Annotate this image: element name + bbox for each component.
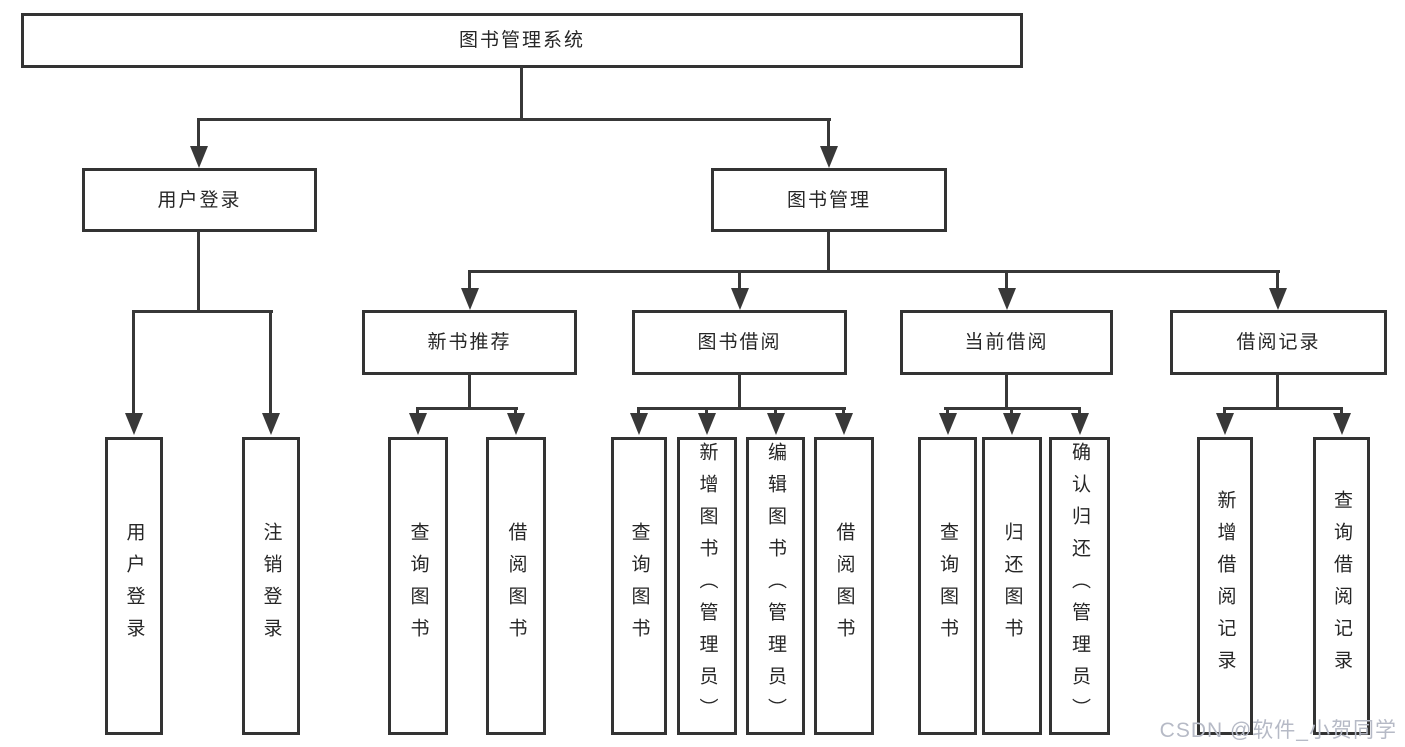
connector-line [269, 312, 272, 414]
connector-line [520, 66, 523, 120]
connector-line [1005, 373, 1008, 409]
node-user-login: 用户登录 [82, 168, 317, 232]
connector-line [132, 310, 273, 313]
connector-line [197, 120, 200, 148]
leaf-current-query-books: 查询图书 [918, 437, 977, 735]
arrow-down [820, 146, 838, 168]
node-book-borrowing: 图书借阅 [632, 310, 847, 375]
connector-line [827, 231, 830, 272]
connector-line [944, 407, 1081, 410]
arrow-down [731, 288, 749, 310]
connector-line [1223, 407, 1343, 410]
leaf-borrowing-query-books: 查询图书 [611, 437, 667, 735]
connector-line [197, 118, 831, 121]
arrow-down [190, 146, 208, 168]
leaf-logout: 注销登录 [242, 437, 300, 735]
connector-line [1276, 373, 1279, 409]
arrow-down [1333, 413, 1351, 435]
node-borrowing-records: 借阅记录 [1170, 310, 1387, 375]
connector-line [827, 120, 830, 148]
leaf-user-login: 用户登录 [105, 437, 163, 735]
node-book-management: 图书管理 [711, 168, 947, 232]
arrow-down [262, 413, 280, 435]
connector-line [738, 373, 741, 409]
node-current-borrowing: 当前借阅 [900, 310, 1113, 375]
connector-line [468, 270, 1280, 273]
arrow-down [1071, 413, 1089, 435]
leaf-records-add-borrow-record: 新增借阅记录 [1197, 437, 1253, 735]
connector-line [197, 231, 200, 312]
arrow-down [767, 413, 785, 435]
connector-line [738, 272, 741, 290]
arrow-down [698, 413, 716, 435]
connector-line [468, 373, 471, 409]
leaf-records-query-borrow-record: 查询借阅记录 [1313, 437, 1370, 735]
leaf-recommend-query-books: 查询图书 [388, 437, 448, 735]
connector-line [468, 272, 471, 290]
connector-line [132, 312, 135, 414]
arrow-down [630, 413, 648, 435]
arrow-down [998, 288, 1016, 310]
node-library-system: 图书管理系统 [21, 13, 1023, 68]
leaf-borrowing-add-books-admin: 新增图书（管理员） [677, 437, 737, 735]
leaf-current-confirm-return-admin: 确认归还（管理员） [1049, 437, 1110, 735]
node-new-book-recommend: 新书推荐 [362, 310, 577, 375]
connector-line [1276, 272, 1279, 290]
connector-line [1005, 272, 1008, 290]
arrow-down [461, 288, 479, 310]
connector-line [416, 407, 518, 410]
watermark: CSDN @软件_小贺同学 [1159, 719, 1397, 742]
arrow-down [939, 413, 957, 435]
connector-line [637, 407, 846, 410]
arrow-down [409, 413, 427, 435]
leaf-borrowing-edit-books-admin: 编辑图书（管理员） [746, 437, 805, 735]
arrow-down [507, 413, 525, 435]
leaf-recommend-borrow-books: 借阅图书 [486, 437, 546, 735]
arrow-down [835, 413, 853, 435]
leaf-borrowing-borrow-books: 借阅图书 [814, 437, 874, 735]
arrow-down [1003, 413, 1021, 435]
arrow-down [125, 413, 143, 435]
leaf-current-return-books: 归还图书 [982, 437, 1042, 735]
arrow-down [1216, 413, 1234, 435]
arrow-down [1269, 288, 1287, 310]
